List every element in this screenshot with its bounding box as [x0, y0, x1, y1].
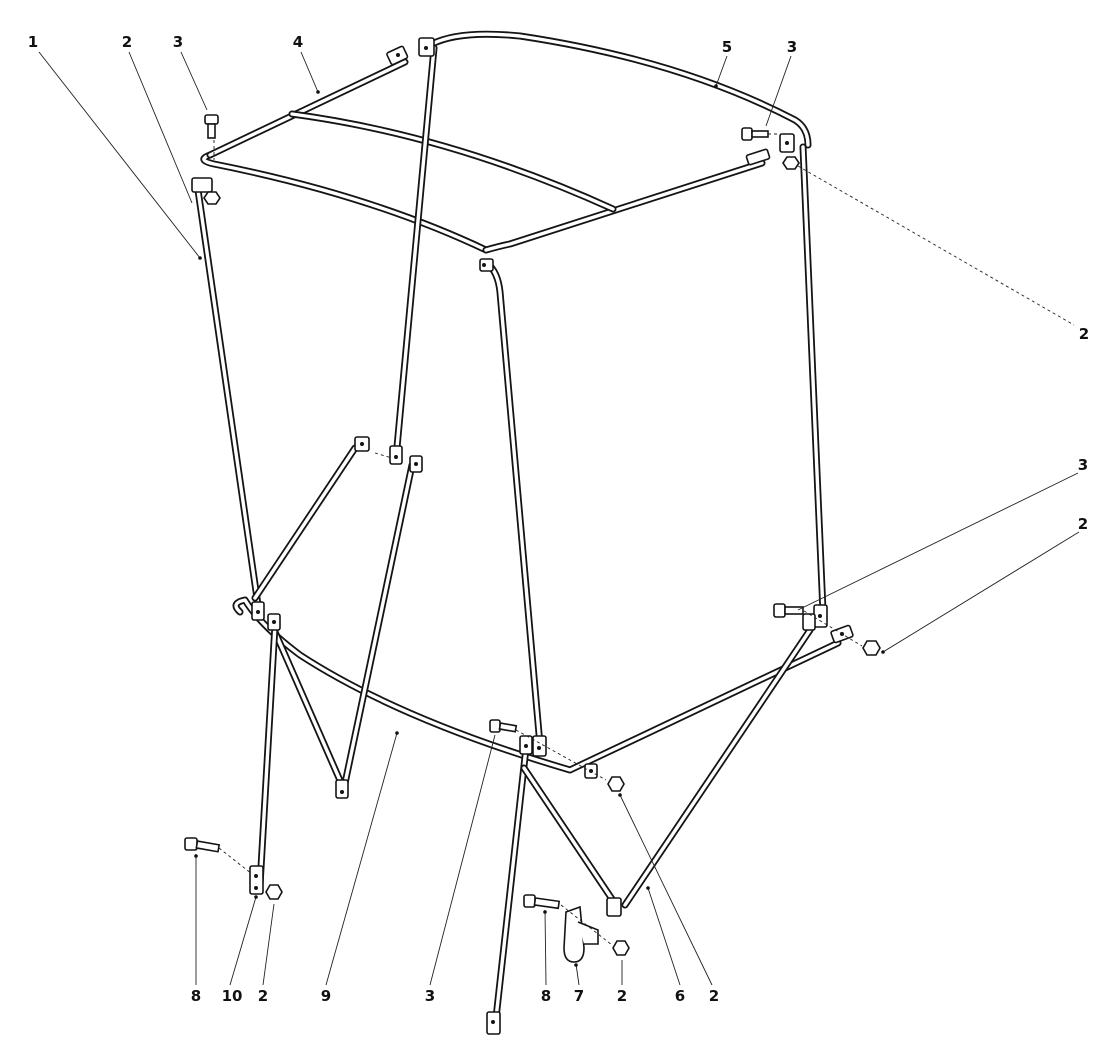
callout-10: 10: [222, 987, 243, 1005]
nut-icon: [782, 156, 800, 170]
leader-lines: [38, 51, 1080, 986]
callout-8: 8: [191, 987, 201, 1005]
callout-3b: 3: [787, 38, 797, 56]
callout-8b: 8: [541, 987, 551, 1005]
callout-2f: 2: [709, 987, 719, 1005]
bolt-icon: [741, 127, 769, 141]
callout-2c: 2: [1078, 515, 1088, 533]
bolt-icon: [204, 114, 219, 139]
callout-2d: 2: [258, 987, 268, 1005]
nut-icon: [203, 191, 221, 205]
callout-2: 2: [122, 33, 132, 51]
callout-6: 6: [675, 987, 685, 1005]
frame-tubes: [194, 30, 842, 1022]
callout-1: 1: [28, 33, 38, 51]
nut-icon: [612, 940, 630, 956]
callout-7: 7: [574, 987, 584, 1005]
callout-2e: 2: [617, 987, 627, 1005]
nut-icon: [265, 884, 283, 900]
bolt-icon: [773, 603, 804, 618]
callout-3d: 3: [425, 987, 435, 1005]
callout-3c: 3: [1078, 456, 1088, 474]
bolt-icon: [523, 894, 561, 910]
bolt-icon: [184, 837, 221, 853]
nut-icon: [862, 640, 881, 656]
callout-labels: 1 2 3 4 5 3 2 3 2 8 10 2 9 3 8 7 2 6 2: [28, 33, 1089, 1005]
callout-9: 9: [321, 987, 331, 1005]
bolt-icon: [489, 719, 518, 733]
nut-icon: [607, 776, 625, 792]
hardware: [184, 114, 881, 963]
callout-3: 3: [173, 33, 183, 51]
callout-5: 5: [722, 38, 732, 56]
u-clamp-icon: [563, 905, 585, 963]
callout-2b: 2: [1079, 325, 1089, 343]
callout-4: 4: [293, 33, 303, 51]
mounting-tabs: [191, 37, 854, 1035]
